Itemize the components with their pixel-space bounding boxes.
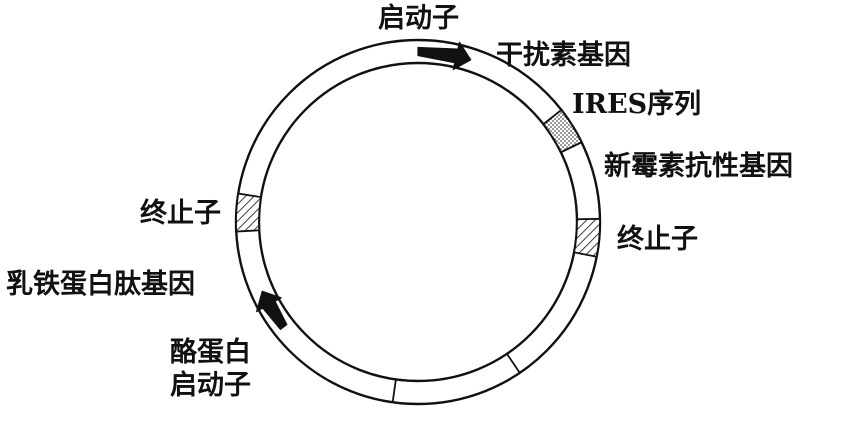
label-terminator-left: 终止子 <box>140 198 221 229</box>
ring-inner-edge <box>257 61 579 383</box>
casein-promoter-arrow <box>256 290 288 331</box>
plasmid-ticks <box>391 141 582 403</box>
promoter-arrow-top <box>417 41 472 71</box>
label-casein-promoter: 酪蛋白 启动子 <box>170 336 251 402</box>
label-terminator-right: 终止子 <box>617 224 698 255</box>
label-casein-promoter-line1: 酪蛋白 <box>170 337 251 368</box>
promoter-arrows <box>256 41 472 331</box>
label-casein-promoter-line2: 启动子 <box>170 370 251 401</box>
ring-tick-ires-end <box>560 141 582 154</box>
plasmid-segments <box>235 108 601 258</box>
ires-segment <box>542 108 583 154</box>
label-ires-sequence: IRES序列 <box>572 89 702 120</box>
ring-tick-bottom <box>391 379 397 403</box>
plasmid-ring <box>234 38 602 406</box>
label-lactoferrin-gene: 乳铁蛋白肽基因 <box>6 269 195 300</box>
label-neomycin-gene: 新霉素抗性基因 <box>604 151 793 182</box>
label-promoter-top: 启动子 <box>378 3 459 34</box>
ring-outer-edge <box>234 38 602 406</box>
terminator-left-segment <box>235 192 262 233</box>
ring-tick-bottom-right <box>506 353 521 374</box>
terminator-right-segment <box>573 217 601 258</box>
label-interferon-gene: 干扰素基因 <box>496 40 631 71</box>
